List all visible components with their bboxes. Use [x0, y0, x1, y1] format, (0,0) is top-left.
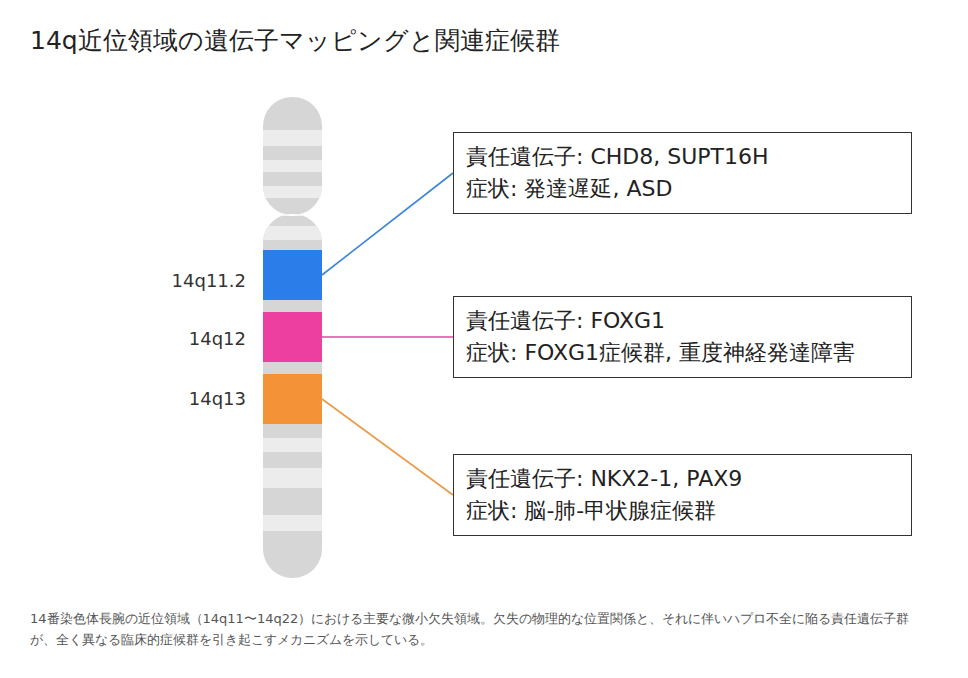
- band-14q11-2: [263, 250, 322, 300]
- box-text: 責任遺伝子: CHD8, SUPT16H: [466, 141, 899, 173]
- figure-caption: 14番染色体長腕の近位領域（14q11〜14q22）における主要な微小欠失領域。…: [30, 608, 935, 650]
- band-14q13: [263, 374, 322, 424]
- box-text: 責任遺伝子: NKX2-1, PAX9: [466, 463, 899, 495]
- gene-info-box: 責任遺伝子: CHD8, SUPT16H症状: 発達遅延, ASD: [453, 132, 912, 214]
- band-label: 14q12: [189, 328, 246, 349]
- chromosome-body: [263, 90, 322, 590]
- gene-info-box: 責任遺伝子: FOXG1症状: FOXG1症候群, 重度神経発達障害: [453, 296, 912, 378]
- leader-line: [322, 336, 453, 338]
- band-14q12: [263, 312, 322, 362]
- leader-line: [322, 173, 453, 275]
- band-label: 14q13: [189, 388, 246, 409]
- box-text: 責任遺伝子: FOXG1: [466, 305, 899, 337]
- page-title: 14q近位領域の遺伝子マッピングと関連症候群: [30, 24, 560, 57]
- box-text: 症状: FOXG1症候群, 重度神経発達障害: [466, 337, 899, 369]
- leader-line: [322, 399, 453, 495]
- centromere: [263, 210, 322, 220]
- gene-info-box: 責任遺伝子: NKX2-1, PAX9症状: 脳-肺-甲状腺症候群: [453, 454, 912, 536]
- box-text: 症状: 脳-肺-甲状腺症候群: [466, 495, 899, 527]
- box-text: 症状: 発達遅延, ASD: [466, 173, 899, 205]
- band-label: 14q11.2: [172, 270, 246, 291]
